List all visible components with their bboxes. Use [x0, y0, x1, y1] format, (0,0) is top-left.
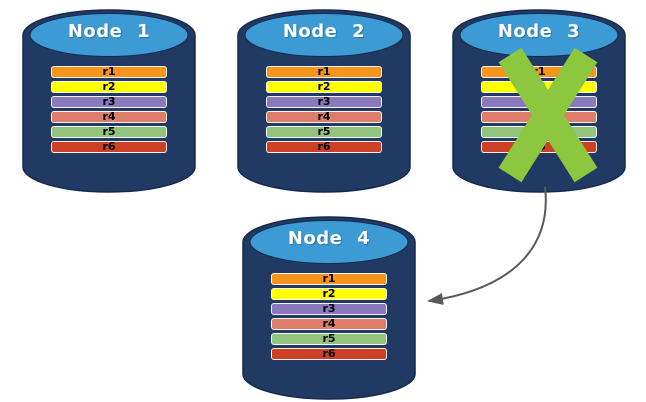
replica-row: r2: [51, 81, 167, 93]
replica-row: r5: [266, 126, 382, 138]
replica-row: r1: [266, 66, 382, 78]
replica-row: r2: [271, 288, 387, 300]
transfer-arrow: [427, 186, 547, 305]
replica-row: r5: [271, 333, 387, 345]
replica-row: r6: [51, 141, 167, 153]
cylinder-top: [459, 13, 619, 57]
replica-row: r3: [266, 96, 382, 108]
replica-row: r4: [271, 318, 387, 330]
cylinder-top: [249, 220, 409, 264]
replica-row: r6: [271, 348, 387, 360]
node-4: Node 4 r1 r2 r3 r4 r5 r6: [241, 214, 417, 402]
arrow-curve: [427, 186, 547, 305]
node-title: Node 3: [497, 21, 581, 42]
replica-row: r4: [51, 111, 167, 123]
replica-row: r6: [266, 141, 382, 153]
replica-rows: r1 r2 r3 r4 r5 r6: [51, 66, 167, 156]
cylinder-top: [244, 13, 404, 57]
replica-row: r1: [271, 273, 387, 285]
node-title: Node 4: [287, 228, 371, 249]
x-mark-icon: [498, 47, 598, 183]
node-1: Node 1 r1 r2 r3 r4 r5 r6: [21, 7, 197, 195]
replica-row: r3: [271, 303, 387, 315]
replica-row: r2: [266, 81, 382, 93]
node-title: Node 1: [67, 21, 151, 42]
node-3: Node 3 r1 r2 r3 r4 r5 r6: [451, 7, 627, 195]
replica-row: r3: [51, 96, 167, 108]
replica-row: r1: [51, 66, 167, 78]
replica-rows: r1 r2 r3 r4 r5 r6: [271, 273, 387, 363]
cylinder-top: [29, 13, 189, 57]
replica-rows: r1 r2 r3 r4 r5 r6: [266, 66, 382, 156]
node-2: Node 2 r1 r2 r3 r4 r5 r6: [236, 7, 412, 195]
replica-row: r4: [266, 111, 382, 123]
node-title: Node 2: [282, 21, 366, 42]
replica-row: r5: [51, 126, 167, 138]
